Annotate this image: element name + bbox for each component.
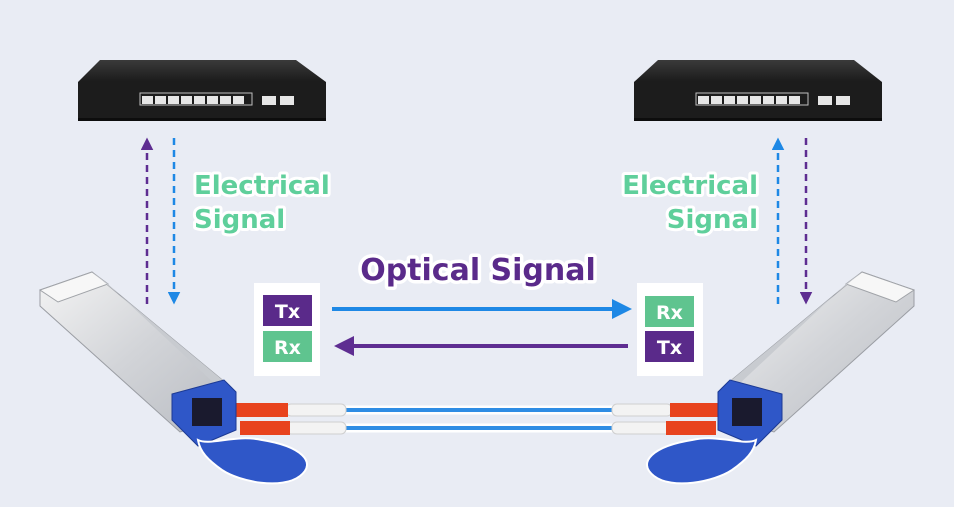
electrical-label-right-line1: Electrical xyxy=(622,171,758,201)
tx-label: Tx xyxy=(657,337,682,359)
electrical-label-right-line2: Signal xyxy=(667,205,758,235)
optical-transceiver-icon xyxy=(646,271,916,485)
rx-label: Rx xyxy=(656,302,683,324)
network-switch-icon xyxy=(634,60,882,121)
rx-box xyxy=(645,296,694,327)
network-switch-icon xyxy=(78,60,326,121)
rx-label: Rx xyxy=(274,337,301,359)
optical-transceiver-icon xyxy=(38,271,308,485)
optical-signal-title: Optical Signal xyxy=(360,253,596,288)
rx-box xyxy=(263,331,312,362)
tx-box xyxy=(263,295,312,326)
electrical-label-left-line2: Signal xyxy=(194,205,285,235)
left-tx-rx-card: Tx Rx xyxy=(254,283,320,376)
right-tx-rx-card: Rx Tx xyxy=(637,283,703,376)
electrical-label-left-line1: Electrical xyxy=(194,171,330,201)
fiber-cable-icon xyxy=(234,403,724,435)
tx-box xyxy=(645,331,694,362)
tx-label: Tx xyxy=(275,301,300,323)
